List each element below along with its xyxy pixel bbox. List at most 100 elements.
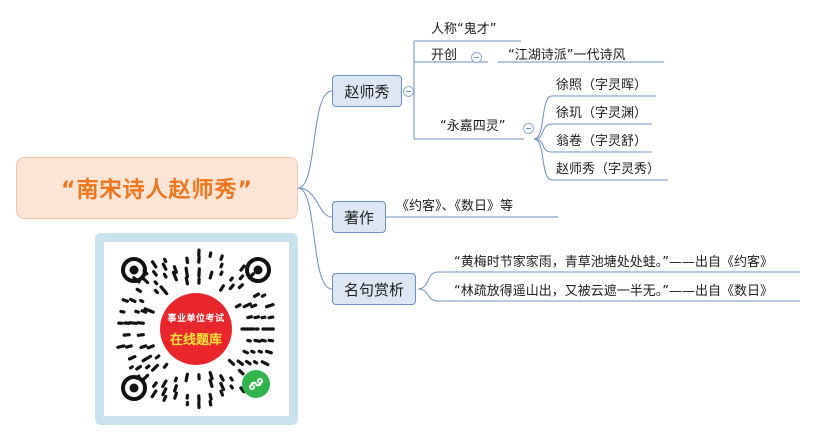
qr-badge: 事业单位考试 在线题库	[160, 293, 232, 365]
member-item: 徐照（字灵晖）	[556, 78, 648, 93]
qr-finder-ring	[121, 257, 147, 283]
qr-badge-line1: 事业单位考试	[167, 313, 225, 324]
qr-code-bar	[135, 287, 143, 294]
qr-code-bar	[141, 373, 150, 382]
qr-code-bar	[246, 338, 252, 343]
qr-code-bar	[237, 368, 245, 376]
qr-code-icon[interactable]	[104, 242, 289, 416]
qr-code-bar	[161, 262, 168, 271]
topic-quotes[interactable]: 名句赏析	[332, 273, 416, 305]
qr-code-bar	[154, 354, 161, 360]
qr-code-bar	[184, 372, 190, 383]
qr-code-bar	[218, 284, 226, 292]
qr-code-bar	[121, 298, 129, 303]
qr-code-bar	[125, 344, 133, 349]
qr-code-bar	[136, 321, 145, 325]
qr-code-bar	[119, 309, 126, 314]
qr-code-bar	[185, 256, 190, 265]
qr-code-bar	[208, 270, 214, 280]
qr-badge-line2: 在线题库	[169, 332, 222, 348]
qr-code-bar	[116, 344, 126, 349]
collapse-icon[interactable]	[523, 123, 534, 134]
qr-code-bar	[139, 298, 145, 304]
qr-code-bar	[253, 315, 261, 320]
qr-code-card: 事业单位考试 在线题库	[104, 242, 289, 416]
qr-code-bar	[227, 358, 236, 366]
root-topic[interactable]: “南宋诗人赵师秀”	[16, 157, 298, 219]
qr-code-bar	[242, 349, 249, 355]
qr-code-bar	[159, 285, 169, 296]
topic-quotes-label: 名句赏析	[343, 280, 404, 299]
qr-code-bar	[127, 354, 137, 361]
miniprogram-glyph	[248, 377, 264, 391]
qr-code-bar	[246, 315, 254, 320]
qr-code-bar	[162, 272, 168, 279]
qr-code-bar	[139, 344, 148, 350]
qr-code-bar	[152, 270, 158, 277]
qr-code-bar	[260, 360, 270, 367]
topic-zhao-shixiu[interactable]: 赵师秀	[332, 75, 402, 107]
qr-code-bar	[150, 389, 158, 399]
qr-code-bar	[239, 264, 246, 272]
qr-code-bar	[134, 309, 141, 314]
qr-code-bar	[250, 349, 256, 354]
qr-code-bar	[219, 254, 224, 261]
qr-finder-ring	[121, 375, 147, 401]
qr-code-bar	[257, 349, 263, 354]
qr-code-bar	[153, 288, 160, 295]
qr-code-bar	[146, 344, 155, 350]
qr-code-bar	[208, 371, 214, 381]
qr-code-bar	[135, 364, 143, 371]
qr-code-bar	[173, 391, 179, 400]
qr-code-bar	[150, 363, 160, 372]
qr-code-bar	[172, 384, 179, 393]
qr-code-bar	[253, 338, 262, 343]
qr-code-bar	[150, 260, 158, 269]
qr-code-bar	[229, 276, 234, 282]
qr-finder-dot	[129, 265, 139, 275]
qr-code-bar	[260, 315, 267, 320]
qr-code-bar	[252, 292, 261, 298]
qr-code-bar	[162, 394, 168, 402]
member-item: 赵师秀（字灵秀）	[556, 162, 661, 177]
qr-code-bar	[208, 400, 213, 407]
collapse-icon[interactable]	[403, 86, 414, 97]
qr-code-bar	[229, 384, 234, 390]
qr-code-bar	[236, 359, 244, 366]
qr-code-bar	[136, 333, 145, 337]
qr-code-bar	[237, 283, 244, 290]
qr-code-bar	[208, 392, 213, 401]
qr-code-bar	[153, 280, 159, 286]
qr-code-bar	[242, 302, 252, 309]
qr-code-bar	[208, 378, 214, 388]
qr-code-bar	[219, 382, 226, 392]
qr-code-panel: 事业单位考试 在线题库	[95, 233, 298, 425]
qr-code-bar	[140, 309, 148, 314]
topic-works-label: 著作	[343, 208, 374, 227]
collapse-icon[interactable]	[471, 52, 482, 63]
qr-code-bar	[141, 276, 150, 285]
qr-code-bar	[208, 251, 213, 258]
qr-code-bar	[219, 270, 224, 277]
qr-code-bar	[234, 303, 242, 309]
topic-works[interactable]: 著作	[332, 201, 386, 233]
qr-code-bar	[163, 257, 168, 264]
qr-code-bar	[184, 266, 190, 279]
qr-finder-ring	[245, 257, 271, 283]
qr-code-bar	[265, 349, 273, 355]
qr-code-bar	[229, 376, 234, 382]
qr-code-bar	[151, 381, 158, 388]
qr-code-bar	[219, 389, 225, 397]
qr-code-bar	[219, 262, 224, 269]
group-label: “永嘉四灵”	[440, 119, 506, 134]
qr-code-bar	[173, 376, 179, 383]
qr-code-bar	[129, 297, 137, 304]
works-items: 《约客》、《数日》等	[396, 199, 514, 214]
school-label: “江湖诗派”一代诗风	[508, 48, 626, 63]
qr-code-bar	[219, 374, 225, 382]
qr-code-bar	[161, 379, 168, 389]
miniprogram-icon	[242, 370, 270, 398]
member-item: 徐玑（字灵渊）	[556, 106, 648, 121]
qr-code-bar	[162, 362, 169, 369]
